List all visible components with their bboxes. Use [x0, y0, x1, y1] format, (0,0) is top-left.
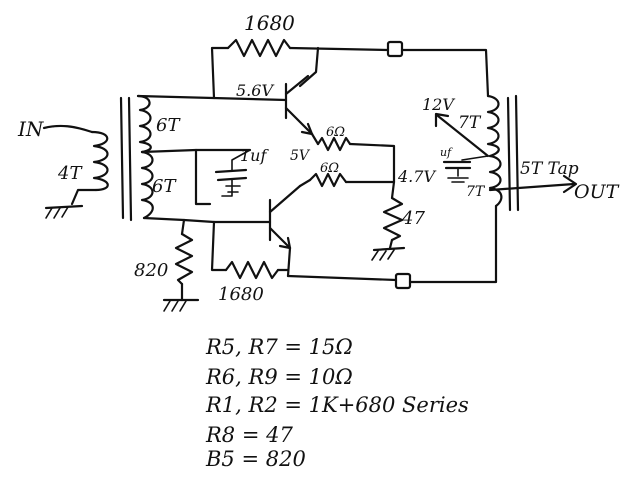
top-resistor-zigzag — [226, 38, 292, 58]
output-arrow-icon — [562, 174, 578, 194]
input-coil-turns: 4T — [57, 163, 83, 184]
upper-resistor-label: 6Ω — [326, 125, 345, 140]
bias-resistor: 820 — [134, 218, 200, 312]
output-label: OUT — [574, 181, 620, 203]
note-line: R5, R7 = 15Ω — [205, 335, 353, 359]
bypass-ground-icon — [447, 177, 469, 183]
input-ground-icon — [44, 204, 84, 219]
top-ferrite-bead — [386, 40, 404, 58]
cap-lead — [231, 149, 251, 171]
secondary-top-turns: 7T — [458, 113, 482, 133]
input-wire — [42, 124, 94, 134]
bottom-ferrite-bead — [394, 272, 412, 290]
note-line: R8 = 47 — [205, 423, 293, 447]
lower-base-resistor: 6Ω — [298, 161, 396, 188]
bypass-cap-label: uf — [440, 146, 453, 159]
bottom-feedback-network: 1680 — [210, 204, 498, 305]
cap-ground-icon — [225, 185, 241, 193]
primary-bottom-wire — [142, 216, 216, 224]
primary-bottom-coil — [140, 150, 154, 220]
note-line: B5 = 820 — [205, 447, 306, 471]
supply-arrow-line — [436, 114, 490, 158]
bias-resistor-zigzag — [174, 232, 194, 286]
note-line: R1, R2 = 1K+680 Series — [205, 393, 469, 417]
cap-plate-top — [214, 168, 248, 174]
cap-plate-bottom — [216, 176, 248, 182]
top-transistor: 5.6V — [236, 74, 314, 136]
input-coil — [90, 130, 109, 192]
emitter-resistor-label: 47 — [401, 208, 425, 229]
bottom-resistor-zigzag — [224, 260, 280, 280]
output-transformer: 7T 7T — [458, 94, 520, 212]
primary-bottom-turns: 6T — [152, 176, 177, 197]
input-label: IN — [17, 117, 45, 141]
secondary-top-coil — [486, 94, 500, 158]
emitter-resistor: 47 4.7V — [371, 167, 436, 261]
voltage-supply: 12V — [422, 95, 455, 114]
input-transformer-core — [119, 96, 133, 222]
primary-top-wire — [136, 94, 288, 102]
upper-base-resistor: 6Ω 5V — [290, 125, 396, 184]
voltage-top-base: 5.6V — [236, 81, 274, 100]
notes-block: R5, R7 = 15Ω R6, R9 = 10Ω R1, R2 = 1K+68… — [205, 335, 469, 471]
lower-resistor-label: 6Ω — [320, 161, 339, 176]
secondary-bottom-coil — [488, 154, 503, 208]
bottom-resistor-label: 1680 — [218, 284, 264, 305]
emitter-resistor-zigzag — [382, 196, 404, 242]
supply-arrow-head — [434, 112, 450, 128]
note-line: R6, R9 = 10Ω — [205, 365, 353, 389]
upper-resistor-zigzag — [316, 136, 352, 152]
secondary-bottom-turns: 7T — [466, 184, 486, 200]
input-section: IN 4T — [17, 117, 109, 219]
voltage-mid: 5V — [290, 148, 311, 164]
input-ground-wire — [70, 188, 98, 206]
top-resistor-label: 1680 — [244, 11, 295, 35]
primary-windings: 6T 6T — [136, 94, 288, 224]
emitter-ground-icon — [371, 246, 406, 261]
voltage-emitter: 4.7V — [397, 167, 436, 186]
tap-label: 5T Tap — [520, 159, 579, 179]
bottom-return-wire — [286, 274, 398, 282]
coupling-capacitor: 1uf — [194, 146, 269, 206]
bottom-transistor — [212, 184, 302, 278]
output-section: 5T Tap OUT — [488, 159, 620, 203]
bias-ground-icon — [162, 298, 200, 312]
lower-resistor-zigzag — [308, 172, 348, 188]
cap-label: 1uf — [240, 146, 269, 165]
top-left-vertical — [210, 46, 230, 100]
primary-top-coil — [136, 94, 152, 154]
output-wire — [488, 182, 576, 192]
top-feedback-network: 1680 — [210, 11, 490, 100]
bias-resistor-label: 820 — [134, 260, 168, 281]
primary-top-turns: 6T — [156, 115, 181, 136]
supply-section: 12V uf — [422, 95, 490, 183]
top-collector-wire — [298, 46, 320, 88]
top-supply-wire — [400, 48, 490, 98]
